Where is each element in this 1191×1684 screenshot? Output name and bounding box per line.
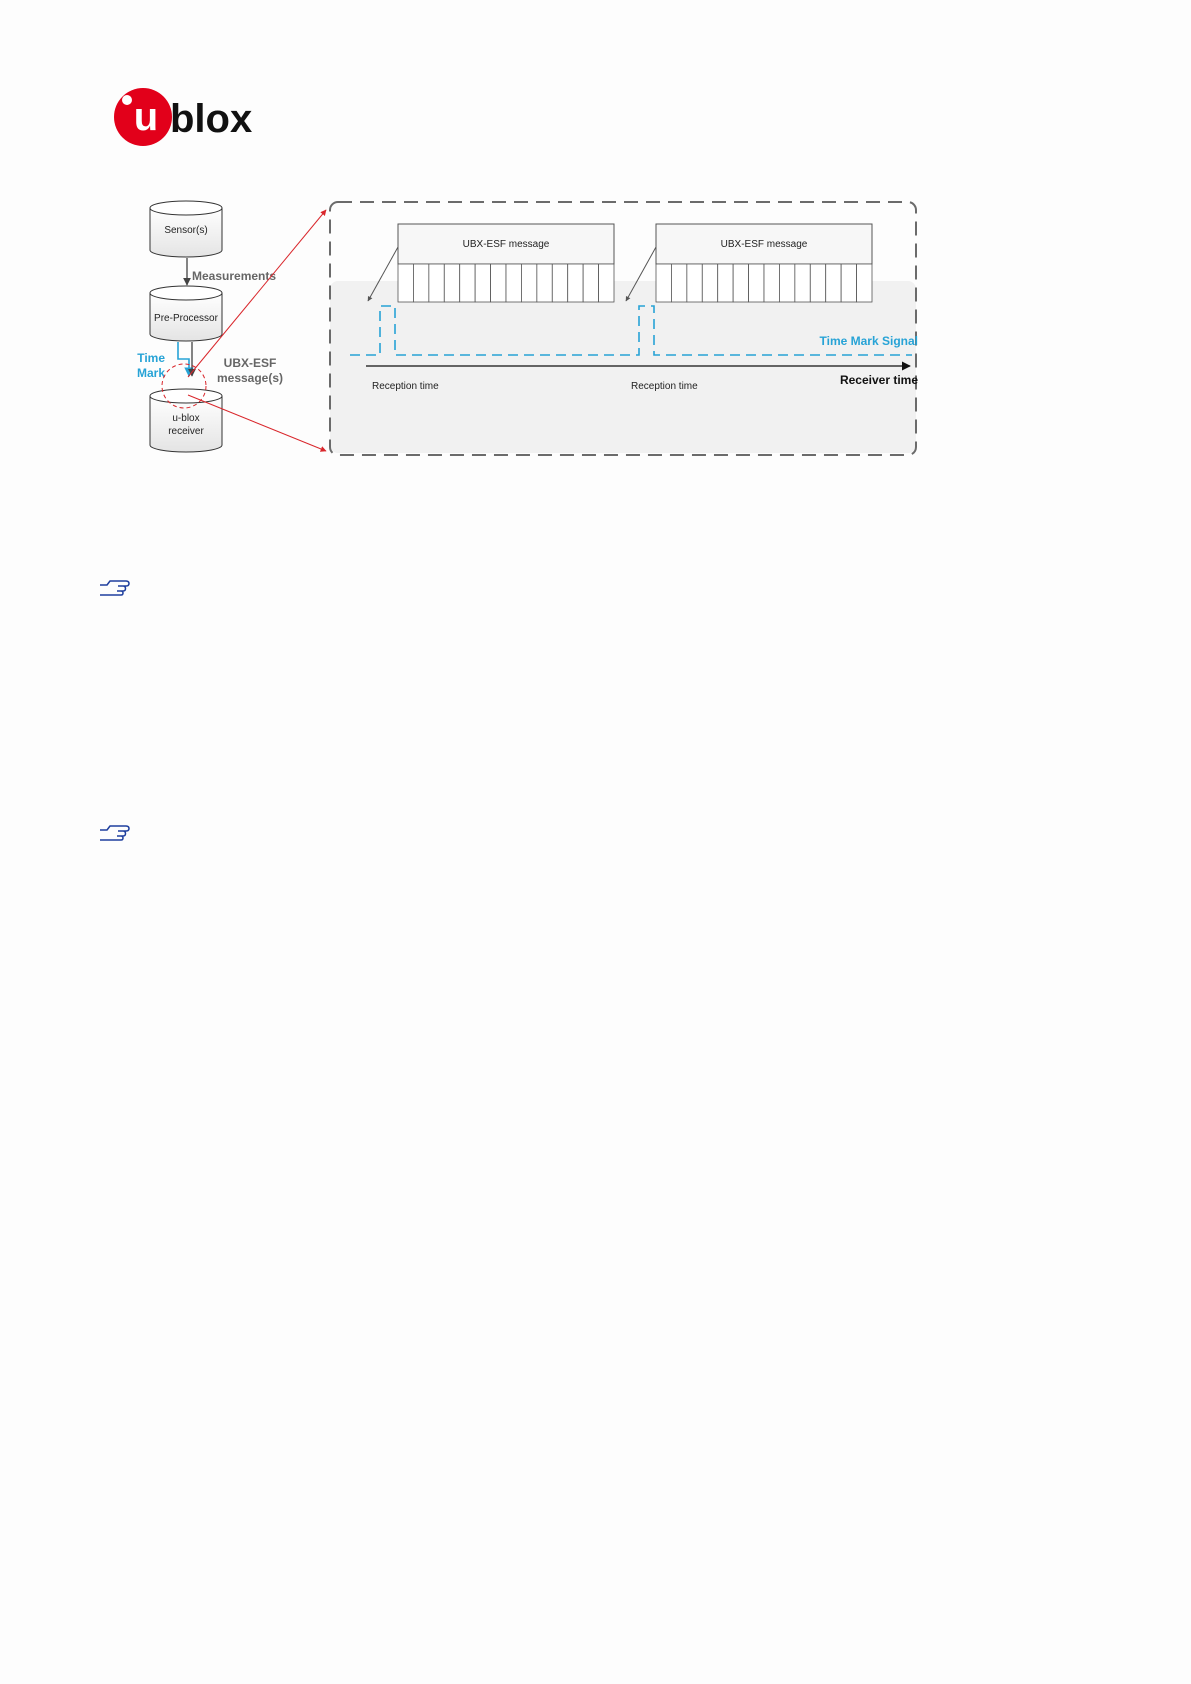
byte-cell [841,264,856,302]
time-mark-diagram: Sensor(s) Measurements Pre-Processor Tim… [112,196,918,456]
byte-cell [795,264,810,302]
message-1-bytes [398,264,614,302]
byte-cell [764,264,779,302]
ublox-logo: u blox [112,86,272,146]
byte-cell [475,264,490,302]
byte-cell [749,264,764,302]
byte-cell [537,264,552,302]
time-mark-label-2: Mark [137,366,165,380]
reception-time-label-2: Reception time [631,381,698,392]
svg-text:blox: blox [170,97,252,141]
ubx-esf-message-1: UBX-ESF message [368,224,614,302]
byte-cell [687,264,702,302]
measurements-edge: Measurements [187,258,276,285]
receiver-label-1: u-blox [172,413,199,424]
time-mark-edge: Time Mark [137,342,189,380]
reception-time-label-1: Reception time [372,381,439,392]
receiver-label-2: receiver [168,426,204,437]
byte-cell [568,264,583,302]
byte-cell [398,264,413,302]
byte-cell [491,264,506,302]
time-mark-label-1: Time [137,351,165,365]
svg-text:u: u [134,95,158,139]
byte-cell [583,264,598,302]
byte-cell [521,264,536,302]
byte-cell [733,264,748,302]
ubx-esf-label-1: UBX-ESF [224,356,277,370]
byte-cell [506,264,521,302]
byte-cell [857,264,872,302]
byte-cell [552,264,567,302]
receiver-time-label: Receiver time [840,373,918,387]
ubx-esf-message-2: UBX-ESF message [626,224,872,302]
measurements-label: Measurements [192,269,276,283]
sensors-label: Sensor(s) [164,225,207,236]
byte-cell [826,264,841,302]
byte-cell [460,264,475,302]
byte-cell [702,264,717,302]
time-mark-signal-label: Time Mark Signal [820,334,918,348]
byte-cell [413,264,428,302]
pre-processor-label: Pre-Processor [154,313,219,324]
ubx-esf-label-2: message(s) [217,371,283,385]
pointing-hand-icon [98,576,130,598]
ubx-esf-edge: UBX-ESF message(s) [192,342,283,385]
byte-cell [718,264,733,302]
sensors-node: Sensor(s) [150,201,222,257]
byte-cell [429,264,444,302]
byte-cell [599,264,614,302]
receiver-node: u-blox receiver [150,389,222,452]
pre-processor-node: Pre-Processor [150,286,222,341]
byte-cell [671,264,686,302]
byte-cell [779,264,794,302]
message-1-label: UBX-ESF message [463,239,550,250]
byte-cell [810,264,825,302]
byte-cell [444,264,459,302]
byte-cell [656,264,671,302]
message-2-label: UBX-ESF message [721,239,808,250]
pointing-hand-icon [98,821,130,843]
message-2-bytes [656,264,872,302]
